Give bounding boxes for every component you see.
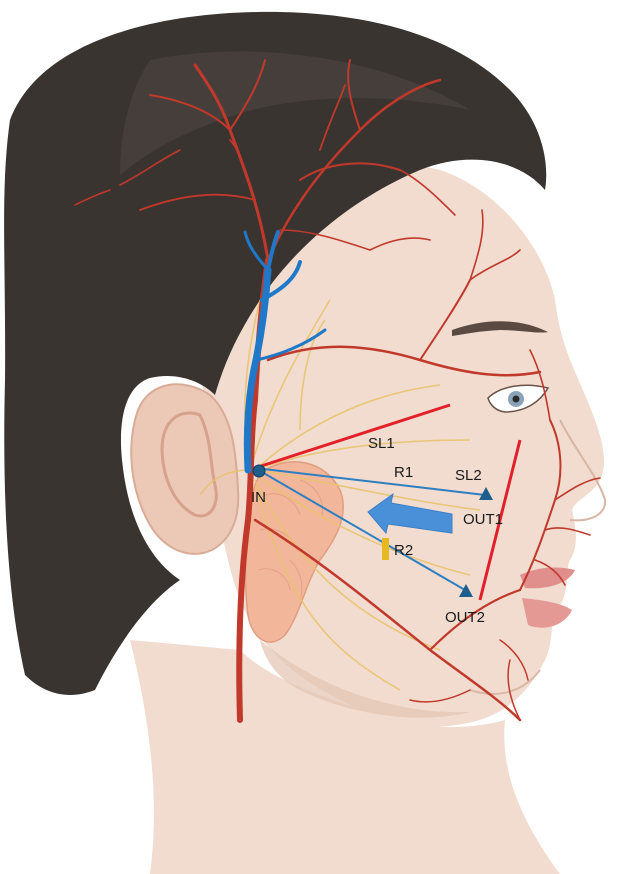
ear bbox=[131, 384, 238, 554]
out1-label: OUT1 bbox=[463, 511, 503, 528]
pupil bbox=[513, 396, 520, 403]
in-marker-icon bbox=[253, 465, 265, 477]
out2-label: OUT2 bbox=[445, 609, 485, 626]
sl2-label: SL2 bbox=[455, 467, 482, 484]
r2-label: R2 bbox=[394, 542, 413, 559]
sl1-label: SL1 bbox=[368, 435, 395, 452]
in-label: IN bbox=[251, 489, 266, 506]
r2-marker bbox=[382, 538, 389, 560]
lower-lip bbox=[522, 598, 572, 628]
r1-label: R1 bbox=[394, 464, 413, 481]
